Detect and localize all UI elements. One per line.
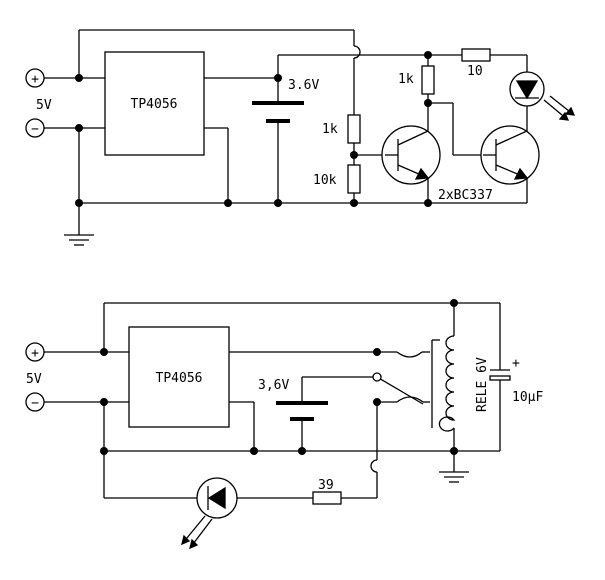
relay-label: RELE 6V: [475, 357, 490, 412]
wires: [44, 29, 528, 235]
capacitor-label: 10µF: [512, 390, 543, 405]
resistor-39: 39: [312, 478, 342, 505]
minus-terminal-2: −: [25, 392, 45, 412]
battery-symbol-2: 3,6V: [258, 378, 328, 421]
plus-terminal: +: [25, 68, 45, 88]
transistor-q2: [480, 125, 540, 185]
ground-symbol-2: [439, 471, 469, 483]
supply-voltage-label-2: 5V: [26, 372, 42, 387]
led-indicator-2: [181, 477, 238, 550]
plus-symbol: +: [31, 72, 39, 87]
transistor-label: 2xBC337: [438, 188, 493, 203]
chip-label-2: TP4056: [156, 371, 203, 386]
junction-dots: [75, 51, 432, 207]
ground-symbol: [64, 234, 94, 246]
resistor-1k-collector-label: 1k: [398, 72, 414, 87]
capacitor-polarity: +: [512, 356, 520, 371]
battery-voltage-label-2: 3,6V: [258, 378, 289, 393]
transistor-q1: [381, 125, 441, 185]
relay-coil: RELE 6V: [431, 335, 490, 432]
circuit-2-charger-relay: + − 5V: [25, 299, 543, 550]
plus-terminal-2: +: [25, 342, 45, 362]
junction-dots-2: [100, 299, 458, 455]
relay-contact-dots: [372, 372, 382, 382]
supply-voltage-label: 5V: [36, 98, 52, 113]
resistor-1k-top: 1k: [322, 114, 361, 144]
minus-symbol-2: −: [31, 396, 39, 411]
capacitor-10uf: + 10µF: [489, 356, 543, 405]
plus-symbol-2: +: [31, 346, 39, 361]
battery-voltage-label: 3.6V: [288, 78, 319, 93]
resistor-1k-top-label: 1k: [322, 122, 338, 137]
resistor-10-label: 10: [467, 64, 483, 79]
resistor-39-label: 39: [318, 478, 334, 493]
tp4056-chip-2: TP4056: [128, 326, 230, 428]
minus-symbol: −: [31, 122, 39, 137]
resistor-10-led: 10: [461, 48, 491, 79]
led-indicator: [509, 71, 576, 121]
wires-2: [44, 302, 501, 499]
resistor-10k-label: 10k: [313, 173, 337, 188]
resistor-1k-collector: 1k: [398, 65, 435, 95]
minus-terminal: −: [25, 118, 45, 138]
resistor-10k: 10k: [313, 164, 361, 194]
chip-label: TP4056: [131, 97, 178, 112]
circuit-1-charger-led-indicator: + − 5V: [25, 29, 576, 246]
tp4056-chip: TP4056: [104, 51, 205, 156]
battery-symbol: 3.6V: [252, 78, 319, 123]
